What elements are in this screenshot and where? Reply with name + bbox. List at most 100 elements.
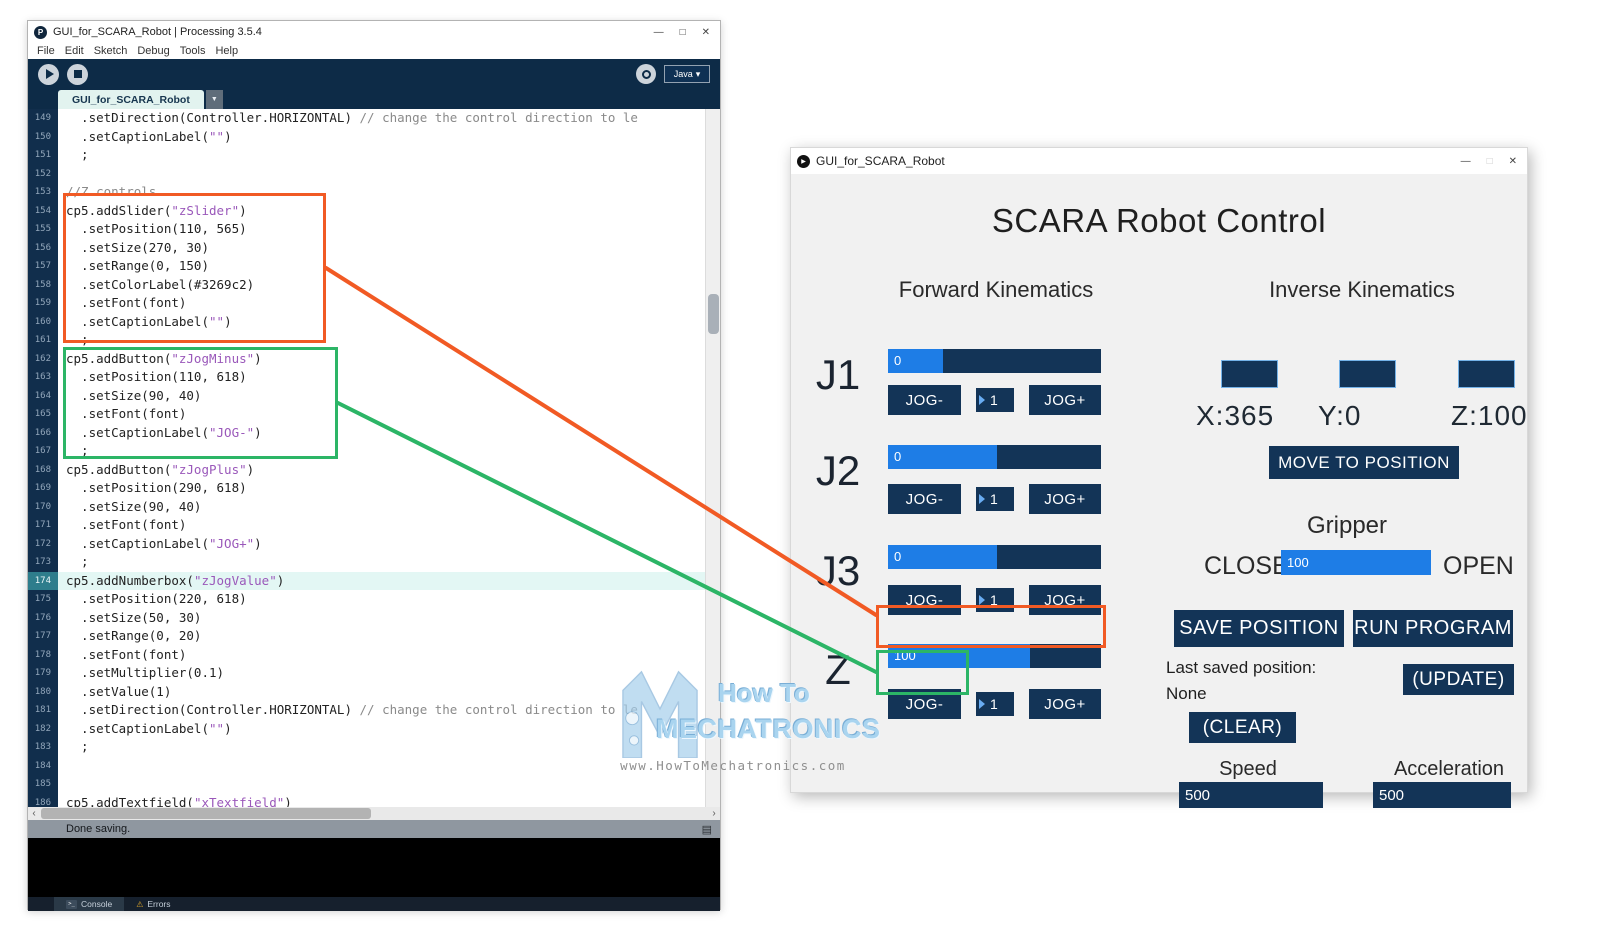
app-icon: ▶ (797, 154, 810, 168)
j1-jog-step-value: 1 (990, 392, 998, 408)
menu-item-debug[interactable]: Debug (137, 45, 170, 57)
code-line-182: .setCaptionLabel("") (66, 720, 232, 736)
scrollbar-thumb[interactable] (708, 294, 719, 334)
ik-x-field[interactable] (1221, 360, 1278, 388)
mode-selector[interactable]: Java ▾ (664, 65, 710, 83)
scroll-right-icon[interactable]: › (712, 808, 716, 819)
j3-jog-step-value: 1 (990, 592, 998, 608)
debug-button[interactable] (636, 64, 656, 84)
j3-jog-minus-button[interactable]: JOG- (888, 585, 961, 615)
menu-item-file[interactable]: File (37, 45, 55, 57)
line-number: 168 (34, 464, 51, 475)
numberbox-arrow-icon (979, 699, 985, 709)
line-number: 150 (34, 131, 51, 142)
minimize-icon[interactable]: — (1460, 155, 1471, 167)
ide-toolbar: Java ▾ (28, 59, 720, 89)
sketch-tab[interactable]: GUI_for_SCARA_Robot (58, 90, 204, 109)
line-number: 183 (34, 742, 51, 752)
menu-item-tools[interactable]: Tools (179, 45, 206, 57)
tab-console[interactable]: >_ Console (54, 897, 125, 911)
scrollbar-thumb[interactable] (41, 808, 371, 819)
code-line-175: .setPosition(220, 618) (66, 591, 247, 606)
j1-jog-step-field[interactable]: 1 (976, 388, 1014, 412)
mode-label: Java (673, 69, 693, 79)
code-line-179: .setMultiplier(0.1) (66, 665, 225, 680)
j1-jog-minus-button[interactable]: JOG- (888, 385, 961, 415)
numberbox-arrow-icon (979, 595, 985, 605)
line-number: 156 (34, 242, 51, 253)
speed-field[interactable]: 500 (1179, 782, 1323, 808)
slider-fill (888, 445, 997, 469)
j2-jog-minus-button[interactable]: JOG- (888, 484, 961, 514)
j3-slider[interactable]: 0 (888, 545, 1101, 569)
code-line-154: cp5.addSlider("zSlider") (66, 202, 247, 218)
scroll-left-icon[interactable]: ‹ (32, 808, 36, 819)
line-number: 174 (28, 571, 58, 590)
z-jog-plus-button[interactable]: JOG+ (1029, 689, 1101, 719)
stop-button[interactable] (67, 63, 88, 85)
menu-item-edit[interactable]: Edit (64, 45, 84, 57)
clear-button[interactable]: (CLEAR) (1189, 712, 1296, 743)
save-position-button[interactable]: SAVE POSITION (1174, 610, 1344, 647)
line-number: 153 (34, 187, 51, 197)
play-icon (45, 69, 54, 79)
ik-y-field[interactable] (1339, 360, 1396, 388)
numberbox-arrow-icon (979, 395, 985, 405)
acceleration-field[interactable]: 500 (1373, 782, 1511, 808)
editor-horizontal-scrollbar[interactable]: ‹ › (28, 807, 720, 820)
z-jog-minus-button[interactable]: JOG- (888, 689, 961, 719)
gripper-title: Gripper (1306, 512, 1388, 539)
j1-jog-plus-button[interactable]: JOG+ (1029, 385, 1101, 415)
line-number: 169 (34, 483, 51, 493)
line-number: 154 (34, 205, 51, 216)
line-number: 152 (34, 168, 51, 179)
close-icon[interactable]: ✕ (701, 26, 710, 38)
code-line-157: .setRange(0, 150) (66, 258, 209, 273)
maximize-icon[interactable]: □ (679, 26, 686, 38)
ide-titlebar[interactable]: P GUI_for_SCARA_Robot | Processing 3.5.4… (28, 21, 720, 43)
app-titlebar[interactable]: ▶ GUI_for_SCARA_Robot — □ ✕ (791, 148, 1527, 174)
menu-item-sketch[interactable]: Sketch (93, 45, 128, 57)
line-number: 172 (34, 538, 51, 549)
j3-jog-step-field[interactable]: 1 (976, 588, 1014, 612)
j2-jog-step-field[interactable]: 1 (976, 487, 1014, 511)
console-output[interactable] (28, 838, 720, 897)
run-button[interactable] (38, 63, 59, 85)
close-icon[interactable]: ✕ (1508, 155, 1517, 167)
code-line-170: .setSize(90, 40) (66, 498, 202, 514)
line-number: 173 (34, 557, 51, 567)
code-line-178: .setFont(font) (66, 646, 187, 662)
code-text[interactable]: .setDirection(Controller.HORIZONTAL) // … (58, 109, 705, 807)
ide-status-bar: Done saving. ▤ (28, 820, 720, 838)
j2-jog-plus-button[interactable]: JOG+ (1029, 484, 1101, 514)
z-jog-step-field[interactable]: 1 (976, 692, 1014, 716)
run-program-button[interactable]: RUN PROGRAM (1353, 610, 1513, 647)
maximize-icon[interactable]: □ (1486, 155, 1493, 167)
tab-errors[interactable]: ⚠ Errors (124, 897, 182, 911)
line-number: 184 (34, 760, 51, 771)
line-number: 155 (34, 224, 51, 234)
clipboard-icon[interactable]: ▤ (701, 823, 712, 836)
z-slider[interactable]: 100 (888, 644, 1101, 668)
minimize-icon[interactable]: — (653, 26, 664, 38)
tab-menu-button[interactable]: ▼ (205, 90, 223, 109)
ik-z-field[interactable] (1458, 360, 1515, 388)
j1-slider[interactable]: 0 (888, 349, 1101, 373)
code-line-159: .setFont(font) (66, 295, 187, 310)
j2-slider[interactable]: 0 (888, 445, 1101, 469)
gripper-slider[interactable]: 100 (1281, 550, 1431, 575)
update-button[interactable]: (UPDATE) (1403, 664, 1514, 695)
move-to-position-button[interactable]: MOVE TO POSITION (1269, 446, 1459, 479)
processing-logo-icon: P (34, 25, 47, 39)
editor-vertical-scrollbar[interactable] (705, 109, 720, 807)
code-line-162: cp5.addButton("zJogMinus") (66, 350, 262, 366)
line-number: 159 (34, 298, 51, 308)
joint-j2-label: J2 (815, 447, 861, 494)
slider-fill (888, 545, 997, 569)
z-slider-value: 100 (894, 648, 916, 663)
debug-icon (641, 69, 651, 79)
j3-jog-plus-button[interactable]: JOG+ (1029, 585, 1101, 615)
menu-item-help[interactable]: Help (215, 45, 239, 57)
